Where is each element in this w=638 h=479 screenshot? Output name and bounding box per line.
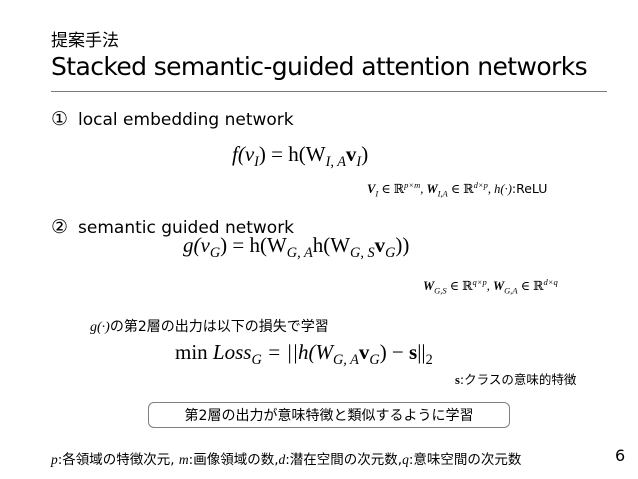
note1-sep1: , bbox=[420, 182, 427, 197]
eq2-lhs-sub: G bbox=[209, 245, 221, 262]
eq2-w1-sub: G, A bbox=[286, 245, 313, 262]
eq3-end: || bbox=[417, 340, 426, 364]
footer-q: q bbox=[402, 452, 409, 467]
item-label-2: semantic guided network bbox=[78, 218, 295, 238]
eq3-v: v bbox=[358, 340, 370, 364]
eq1-lhs: f(v bbox=[232, 142, 255, 166]
note2-sep: , bbox=[486, 279, 494, 294]
eq2-v: v bbox=[374, 233, 386, 257]
item-marker-1: ① bbox=[51, 108, 69, 130]
equation-semantic-guided: g(vG) = h(WG, Ah(WG, SvG)) bbox=[183, 233, 409, 262]
eq3-v-sub: G bbox=[369, 352, 380, 369]
footer-m-text: :画像領域の数, bbox=[188, 452, 279, 468]
eq1-lhs-sub: I bbox=[254, 154, 259, 171]
item-semantic-guided: ② semantic guided network bbox=[51, 216, 294, 238]
eq2-w2-sub: G, S bbox=[350, 245, 375, 262]
note3-text: :クラスの意味的特徴 bbox=[459, 372, 577, 387]
eq2-lhs: g(v bbox=[183, 233, 210, 257]
footer-m: m bbox=[178, 452, 189, 467]
note1-h: h(·) bbox=[494, 182, 512, 197]
eq1-end: ) bbox=[361, 142, 369, 166]
note2-dim2: d×q bbox=[543, 277, 558, 287]
note1-in1: ∈ ℝ bbox=[378, 182, 405, 197]
slide-title: Stacked semantic-guided attention networ… bbox=[51, 52, 588, 81]
eq3-mid2: ) − bbox=[379, 340, 410, 364]
note1-dim2: d×p bbox=[473, 180, 488, 190]
note-semantic-feature: s:クラスの意味的特徴 bbox=[455, 369, 576, 388]
note-semantic-guided-dims: WG,S ∈ ℝq×p, WG,A ∈ ℝd×q bbox=[423, 277, 558, 296]
eq3-min: min bbox=[175, 340, 213, 364]
title-divider bbox=[51, 91, 607, 92]
note1-v: V bbox=[367, 182, 376, 197]
footer-p: p bbox=[51, 452, 58, 467]
item-marker-2: ② bbox=[51, 216, 69, 238]
note2-w2-sub: G,A bbox=[504, 285, 518, 296]
page-number: 6 bbox=[615, 446, 626, 465]
footer-notation: p:各領域の特徴次元, m:画像領域の数,d:潜在空間の次元数,q:意味空間の次… bbox=[51, 448, 521, 468]
eq1-v-sub: I bbox=[356, 154, 362, 171]
note1-v-sub: I bbox=[375, 188, 379, 199]
eq3-loss: Loss bbox=[212, 340, 252, 364]
note1-w: W bbox=[426, 182, 438, 197]
note2-in1: ∈ ℝ bbox=[446, 279, 473, 294]
loss-desc-g: g(·) bbox=[90, 320, 110, 335]
eq3-w-sub: G, A bbox=[332, 352, 359, 369]
eq2-mid: ) = h(W bbox=[220, 233, 287, 257]
note1-sep2: , bbox=[487, 182, 495, 197]
eq1-v: v bbox=[345, 142, 357, 166]
note3-s: s bbox=[455, 373, 460, 387]
callout-box: 第2層の出力が意味特徴と類似するように学習 bbox=[148, 402, 510, 428]
footer-d: d bbox=[278, 452, 286, 467]
footer-p-text: :各領域の特徴次元, bbox=[57, 452, 179, 468]
equation-loss: min LossG = ||h(WG, AvG) − s||2 bbox=[175, 340, 433, 369]
eq3-end-sub: 2 bbox=[425, 352, 433, 369]
footer-d-text: :潜在空間の次元数, bbox=[285, 452, 403, 468]
note2-in2: ∈ ℝ bbox=[517, 279, 544, 294]
callout-text: 第2層の出力が意味特徴と類似するように学習 bbox=[184, 408, 474, 424]
note2-dim1: q×p bbox=[472, 277, 487, 287]
note2-w2: W bbox=[493, 279, 505, 294]
section-label: 提案手法 bbox=[51, 31, 119, 51]
eq2-end: )) bbox=[395, 233, 410, 257]
equation-local-embedding: f(vI) = h(WI, AvI) bbox=[232, 142, 368, 171]
eq1-w-sub: I, A bbox=[325, 154, 346, 171]
loss-desc-text: の第2層の出力は以下の損失で学習 bbox=[109, 319, 329, 335]
note2-w1-sub: G,S bbox=[434, 285, 447, 296]
note1-w-sub: I,A bbox=[437, 188, 448, 199]
note1-dim1: p×m bbox=[404, 180, 421, 190]
item-label-1: local embedding network bbox=[78, 110, 294, 130]
loss-description: g(·)の第2層の出力は以下の損失で学習 bbox=[90, 316, 329, 336]
note2-w1: W bbox=[423, 279, 435, 294]
eq2-v-sub: G bbox=[385, 245, 396, 262]
note1-in2: ∈ ℝ bbox=[447, 182, 474, 197]
item-local-embedding: ① local embedding network bbox=[51, 108, 294, 130]
eq1-mid: ) = h(W bbox=[258, 142, 326, 166]
eq2-mid2: h(W bbox=[312, 233, 351, 257]
eq3-loss-sub: G bbox=[251, 352, 262, 369]
eq3-mid: = ||h(W bbox=[261, 340, 333, 364]
eq3-s: s bbox=[409, 340, 418, 364]
note-local-embedding-dims: VI ∈ ℝp×m, WI,A ∈ ℝd×p, h(·):ReLU bbox=[367, 180, 547, 199]
footer-q-text: :意味空間の次元数 bbox=[408, 452, 522, 468]
note1-relu: :ReLU bbox=[511, 181, 548, 197]
